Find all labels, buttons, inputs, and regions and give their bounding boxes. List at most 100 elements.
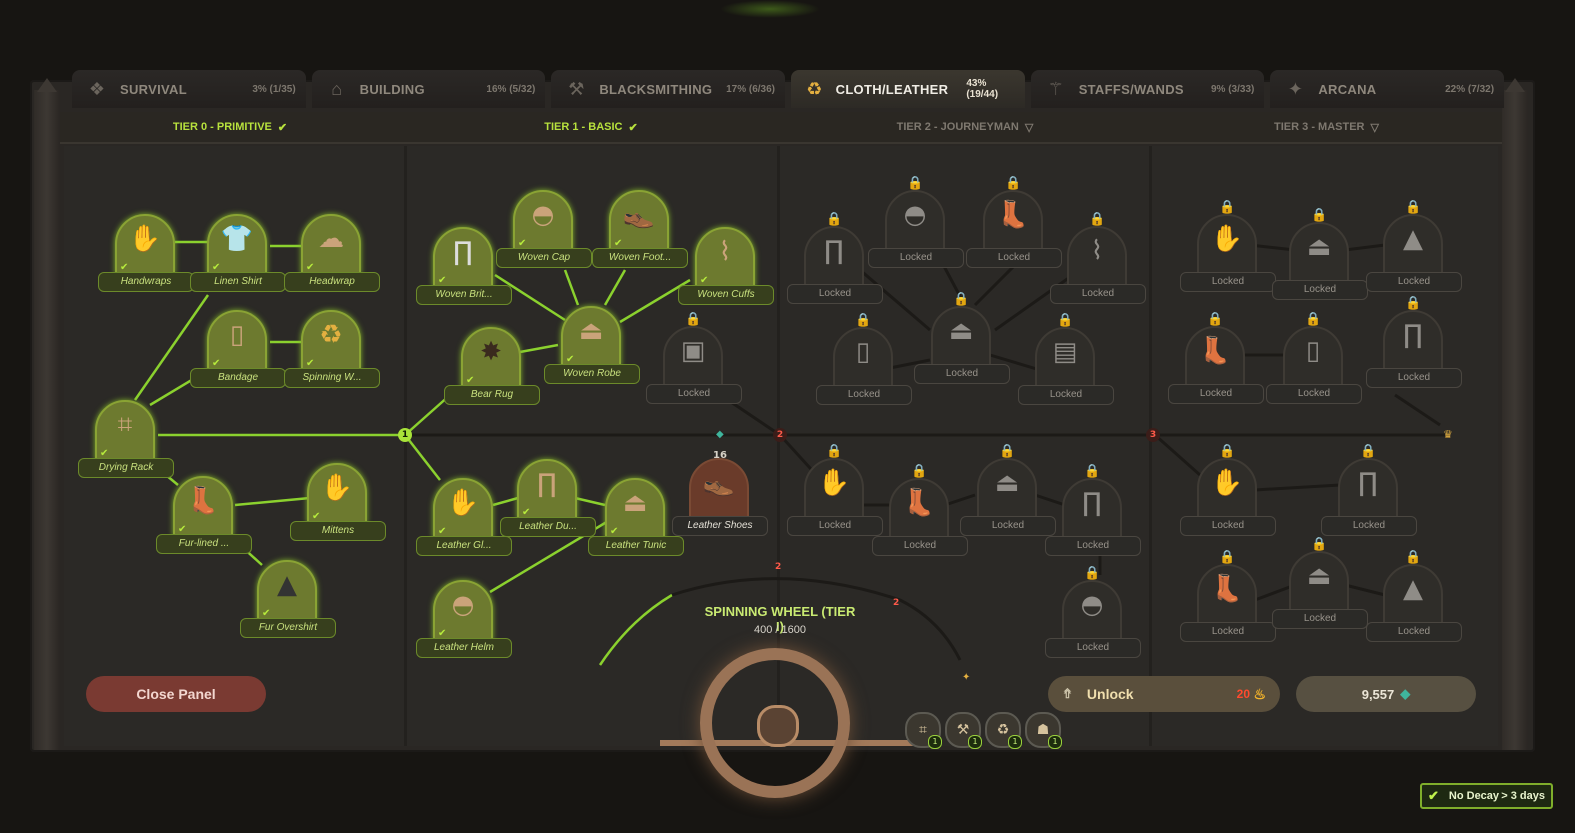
lock-icon: 🔒 <box>999 444 1016 459</box>
category-tabs: ❖ SURVIVAL 3% (1/35) ⌂ BUILDING 16% (5/3… <box>72 70 1505 108</box>
tab-arcana[interactable]: ✦ ARCANA 22% (7/32) <box>1270 70 1505 108</box>
tier-marker: 2 <box>773 428 787 442</box>
recipe-leather-duster[interactable]: ∏✔Leather Du... <box>500 459 596 541</box>
unlock-glyph: ♻ <box>996 722 1010 738</box>
tab-building[interactable]: ⌂ BUILDING 16% (5/32) <box>311 70 546 108</box>
recipe-locked[interactable]: 🔒∏Locked <box>787 212 883 308</box>
recipe-locked[interactable]: 🔒▯Locked <box>1266 312 1362 408</box>
tier-2-header: TIER 2 - JOURNEYMAN▽ <box>780 112 1150 142</box>
recipe-locked[interactable]: 🔒👢Locked <box>872 464 968 560</box>
recipe-woven-foot[interactable]: 👞✔Woven Foot... <box>592 190 688 272</box>
lock-icon: 🔒 <box>1311 537 1328 552</box>
anvil-icon[interactable]: ⚒1 <box>945 712 982 749</box>
unlock-count: 1 <box>968 735 982 749</box>
recipe-locked[interactable]: 🔒▲Locked <box>1366 200 1462 296</box>
recipe-label: Locked <box>816 385 912 405</box>
spinning-wheel-model <box>700 648 850 798</box>
tab-staffs-wands[interactable]: ⚚ STAFFS/WANDS 9% (3/33) <box>1030 70 1265 108</box>
recipe-locked[interactable]: 🔒⏏Locked <box>960 444 1056 540</box>
cloak-icon: ▲ <box>1403 574 1423 604</box>
recipe-locked[interactable]: 🔒▯Locked <box>816 313 912 409</box>
mage-icon[interactable]: ☗1 <box>1025 712 1062 749</box>
recipe-label: Locked <box>787 284 883 304</box>
tapestry-icon: ▣ <box>680 336 706 366</box>
lock-icon: 🔒 <box>1057 313 1074 328</box>
tier-0-header: TIER 0 - PRIMITIVE✔ <box>60 112 400 142</box>
bench-tier-marker: 2 <box>775 562 782 572</box>
triangle-down-icon: ▽ <box>1024 121 1034 134</box>
pants-icon: ∏ <box>1403 320 1423 350</box>
recipe-locked-tapestry[interactable]: 🔒▣Locked <box>646 312 742 408</box>
recipe-locked[interactable]: 🔒⏏Locked <box>914 292 1010 388</box>
check-icon: ✔ <box>212 358 221 369</box>
recipe-bandage[interactable]: ▯✔Bandage <box>190 310 286 392</box>
recipe-label: Locked <box>1366 272 1462 292</box>
arcana-icon: ✦ <box>1287 78 1303 99</box>
recipe-locked[interactable]: 🔒⏏Locked <box>1272 537 1368 633</box>
coat-icon: ⏏ <box>994 468 1020 498</box>
recipe-frame <box>1283 326 1343 388</box>
recipe-woven-robe[interactable]: ⏏✔Woven Robe <box>544 306 640 388</box>
check-icon: ✔ <box>566 354 575 365</box>
lock-icon: 🔒 <box>1207 312 1224 327</box>
recipe-linen-shirt[interactable]: 👕✔Linen Shirt <box>190 214 286 296</box>
recipe-handwraps[interactable]: ✋✔Handwraps <box>98 214 194 296</box>
recipe-locked[interactable]: 🔒👢Locked <box>1168 312 1264 408</box>
recipe-woven-britches[interactable]: ∏✔Woven Brit... <box>416 227 512 309</box>
recipe-label: Leather Shoes <box>672 516 768 536</box>
recipe-locked[interactable]: 🔒✋Locked <box>1180 444 1276 540</box>
recipe-locked[interactable]: 🔒∏Locked <box>1045 464 1141 560</box>
wrap-icon: ▯ <box>1305 336 1321 366</box>
recipe-locked[interactable]: 🔒◓Locked <box>868 176 964 272</box>
recipe-bear-rug[interactable]: ✸✔Bear Rug <box>444 327 540 409</box>
recipe-locked[interactable]: 🔒∏Locked <box>1321 444 1417 540</box>
triangle-down-icon: ▽ <box>1370 121 1379 134</box>
recipe-locked[interactable]: 🔒▤Locked <box>1018 313 1114 409</box>
recipe-locked[interactable]: 🔒▲Locked <box>1366 550 1462 646</box>
recipe-drying-rack[interactable]: ⌗✔Drying Rack <box>78 400 174 482</box>
recipe-leather-gloves[interactable]: ✋✔Leather Gl... <box>416 478 512 560</box>
recipe-leather-helm[interactable]: ◓✔Leather Helm <box>416 580 512 662</box>
recipe-locked[interactable]: 🔒⏏Locked <box>1272 208 1368 304</box>
bracers-icon: ⌇ <box>1090 236 1104 266</box>
recipe-headwrap[interactable]: ☁✔Headwrap <box>284 214 380 296</box>
unlock-button[interactable]: ⇮ Unlock 20 ♨ <box>1048 676 1280 712</box>
recipe-locked[interactable]: 🔒✋Locked <box>1180 200 1276 296</box>
recipe-label: Leather Du... <box>500 517 596 537</box>
recipe-mittens[interactable]: ✋✔Mittens <box>290 463 386 545</box>
recipe-woven-cuffs[interactable]: ⌇✔Woven Cuffs <box>678 227 774 309</box>
tab-survival[interactable]: ❖ SURVIVAL 3% (1/35) <box>72 70 306 108</box>
recipe-locked[interactable]: 🔒⌇Locked <box>1050 212 1146 308</box>
recipe-leather-tunic[interactable]: ⏏✔Leather Tunic <box>588 478 684 560</box>
tab-label: BUILDING <box>359 81 425 97</box>
recipe-label: Locked <box>1018 385 1114 405</box>
bear-rug-icon: ✸ <box>480 337 502 367</box>
recipe-fur-overshirt[interactable]: ▲✔Fur Overshirt <box>240 560 336 642</box>
leather-shoes-icon: 👞 <box>702 468 736 498</box>
drying-rack-icon[interactable]: ⌗1 <box>905 712 942 749</box>
recipe-frame <box>1062 478 1122 540</box>
recipe-locked[interactable]: 🔒👢Locked <box>966 176 1062 272</box>
pants-icon: ∏ <box>1082 488 1102 518</box>
coat-icon: ⏏ <box>1306 561 1332 591</box>
check-icon: ✔ <box>306 262 315 273</box>
tab-cloth-leather[interactable]: ♻ CLOTH/LEATHER 43% (19/44) <box>791 70 1025 108</box>
tab-label: BLACKSMITHING <box>599 81 713 97</box>
recipe-locked[interactable]: 🔒◓Locked <box>1045 566 1141 662</box>
hood-icon: ◓ <box>903 200 927 230</box>
tier-divider <box>777 146 780 746</box>
recipe-spinning-wheel[interactable]: ♻✔Spinning W... <box>284 310 380 392</box>
recipe-frame <box>889 478 949 540</box>
recipe-label: Woven Brit... <box>416 285 512 305</box>
recipe-fur-lined[interactable]: 👢✔Fur-lined ... <box>156 476 252 558</box>
recipe-locked[interactable]: 🔒✋Locked <box>787 444 883 540</box>
recipe-locked[interactable]: 🔒👢Locked <box>1180 550 1276 646</box>
tab-blacksmithing[interactable]: ⚒ BLACKSMITHING 17% (6/36) <box>551 70 786 108</box>
recipe-woven-cap[interactable]: ◓✔Woven Cap <box>496 190 592 272</box>
boots-icon: 👢 <box>996 200 1030 230</box>
close-panel-button[interactable]: Close Panel <box>86 676 266 712</box>
recipe-leather-shoes[interactable]: 👞 Leather Shoes <box>672 458 768 540</box>
recipe-locked[interactable]: 🔒∏Locked <box>1366 296 1462 392</box>
spinning-wheel-icon[interactable]: ♻1 <box>985 712 1022 749</box>
decay-label: No Decay <box>1448 790 1500 802</box>
